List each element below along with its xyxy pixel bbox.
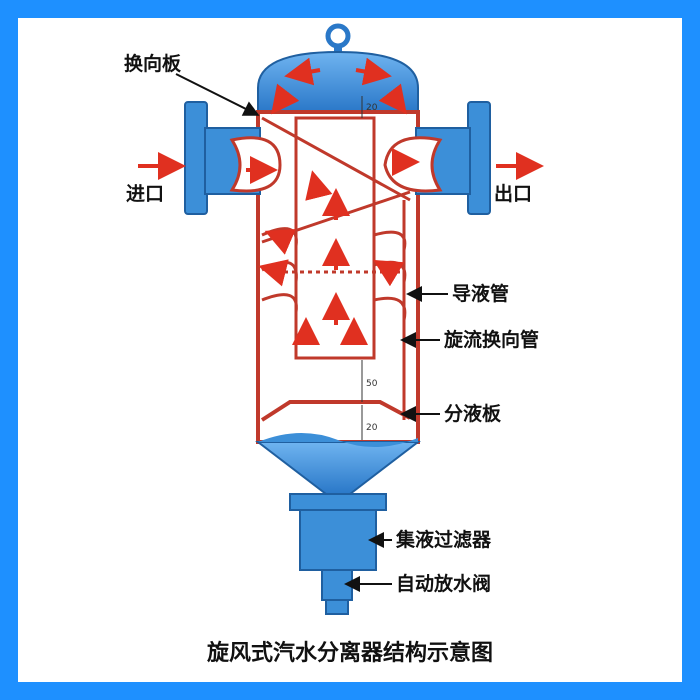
dim-mid: 50 <box>366 379 378 389</box>
label-swirl-tube: 旋流换向管 <box>443 328 539 351</box>
collector-filter <box>289 493 387 571</box>
callout-leaders <box>175 73 448 592</box>
label-collector-filter: 集液过滤器 <box>395 528 492 551</box>
water-surface <box>258 432 418 448</box>
diagram-title: 旋风式汽水分离器结构示意图 <box>207 640 493 666</box>
bottom-cone <box>255 441 421 495</box>
label-separator-plate: 分液板 <box>444 402 502 425</box>
dim-bottom: 20 <box>366 423 378 433</box>
label-auto-drain-valve: 自动放水阀 <box>396 572 491 595</box>
separator-plate <box>260 400 411 422</box>
baffle-plate <box>261 116 411 202</box>
dim-top: 20 <box>366 103 378 113</box>
eye-bolt <box>325 23 351 56</box>
label-outlet: 出口 <box>494 182 532 205</box>
label-drain-pipe: 导液管 <box>452 282 509 305</box>
label-inlet: 进口 <box>126 183 164 205</box>
flow-arrows <box>138 57 544 345</box>
label-baffle: 换向板 <box>124 52 182 75</box>
auto-drain-valve <box>321 569 353 615</box>
